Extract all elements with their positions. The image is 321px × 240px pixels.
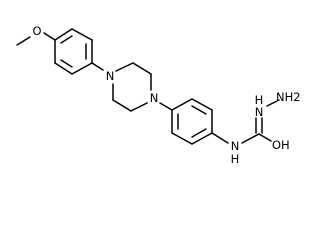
nitrogen-hydrazine-label: N (255, 105, 264, 119)
bond-ring1-e (54, 62, 73, 75)
bond-ring2-nh (211, 132, 229, 144)
bond-ring1-a (54, 28, 73, 41)
hydroxyl-label: OH (272, 138, 290, 152)
oxygen-methoxy-label: O (32, 24, 41, 38)
bond-pip-a (115, 62, 134, 72)
bond-ring2-d (191, 132, 213, 145)
bond-ring2-inner-1 (191, 105, 207, 115)
bond-pip-d (130, 102, 148, 112)
bond-carbon-oh (258, 133, 272, 142)
bond-nh-nh2 (266, 99, 280, 107)
bond-ring2-b (191, 98, 213, 111)
bond-oxygen-ring1 (43, 32, 56, 41)
bond-ring1-inner-3 (60, 59, 73, 68)
bond-pip-b (132, 62, 152, 75)
nitrogen-piperazine-1-label: N (106, 69, 115, 83)
bond-nh-carbon (241, 133, 260, 144)
bond-pip-e (112, 99, 132, 112)
bond-ring1-n1 (91, 62, 104, 71)
hydrogen-amide-label: H (231, 152, 240, 166)
nitrogen-piperazine-2-label: N (150, 91, 159, 105)
bond-ring2-inner-2 (191, 128, 207, 138)
bond-ring2-e (171, 132, 193, 145)
bond-n2-ring2 (159, 102, 173, 111)
bond-ring1-inner-1 (60, 35, 73, 44)
bond-ring1-d (71, 62, 93, 75)
amino-nh2-label: NH2 (276, 90, 301, 104)
hydrogen-hydrazine-label: H (255, 93, 264, 107)
bond-ring2-a (171, 98, 193, 111)
nitrogen-amide-label: N (231, 139, 240, 153)
bond-ring1-b (71, 28, 93, 41)
bond-methyl-oxygen (16, 36, 31, 46)
molecule-diagram: O N N N H H N NH2 OH (16, 24, 301, 166)
